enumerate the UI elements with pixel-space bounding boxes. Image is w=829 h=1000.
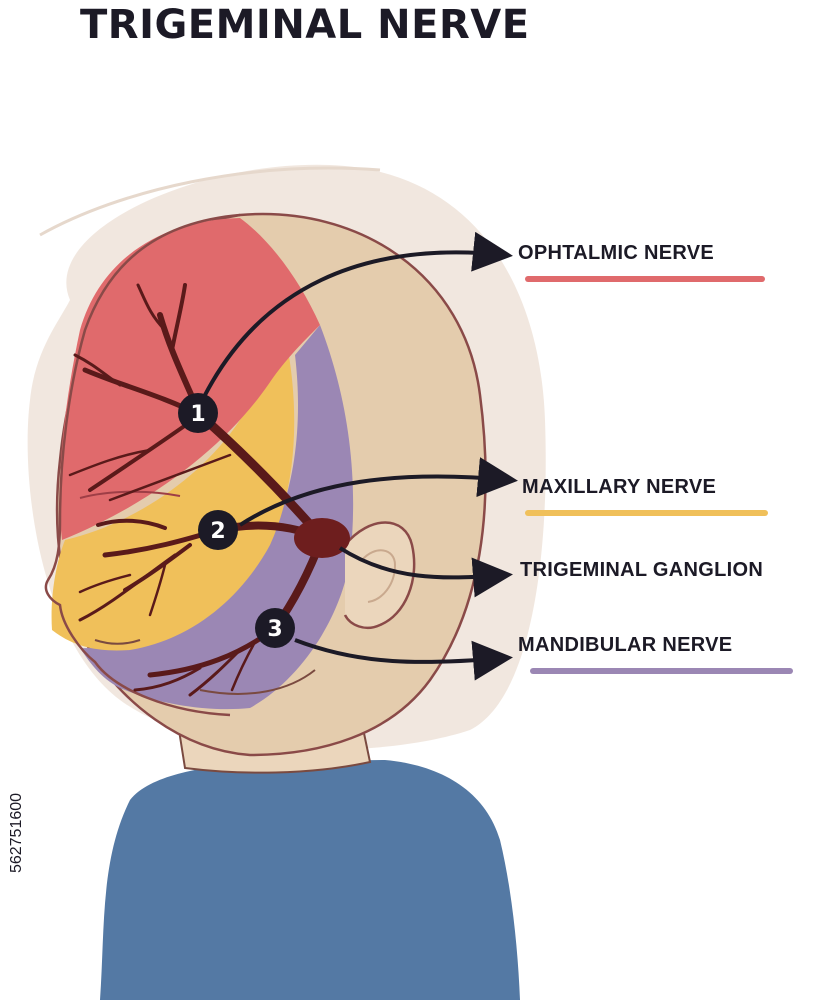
maxillary-underline — [525, 510, 768, 516]
marker-1-number: 1 — [190, 402, 205, 427]
ophthalmic-underline — [525, 276, 765, 282]
trigeminal-ganglion — [294, 518, 350, 558]
arrow-mandibular — [294, 638, 513, 681]
page-title: TRIGEMINAL NERVE — [80, 2, 530, 48]
maxillary-zone — [51, 350, 295, 651]
marker-2-number: 2 — [210, 519, 225, 544]
label-mandibular-nerve: MANDIBULAR NERVE — [518, 634, 733, 656]
marker-3: 3 — [255, 608, 295, 648]
label-maxillary-nerve: MAXILLARY NERVE — [522, 476, 717, 498]
shirt — [100, 760, 520, 1000]
marker-3-number: 3 — [267, 617, 282, 642]
arrow-ganglion — [338, 546, 513, 598]
closed-eye — [96, 518, 167, 530]
face-outline — [44, 213, 241, 717]
mandibular-underline — [530, 668, 793, 674]
ear — [343, 521, 416, 630]
stock-id-text: 562751600 — [8, 792, 25, 873]
halo-stroke — [39, 166, 381, 237]
marker-2: 2 — [198, 510, 238, 550]
ophthalmic-zone — [59, 218, 320, 540]
marker-1: 1 — [178, 393, 218, 433]
ear-inner — [361, 549, 397, 603]
stock-id-watermark: 562751600 — [6, 765, 28, 900]
jaw-line — [199, 669, 316, 695]
mouth — [94, 639, 141, 645]
arrow-ophthalmic — [203, 231, 513, 396]
label-ophthalmic-nerve: OPHTALMIC NERVE — [518, 242, 714, 264]
arrow-maxillary — [238, 457, 518, 527]
label-trigeminal-ganglion: TRIGEMINAL GANGLION — [520, 559, 764, 581]
